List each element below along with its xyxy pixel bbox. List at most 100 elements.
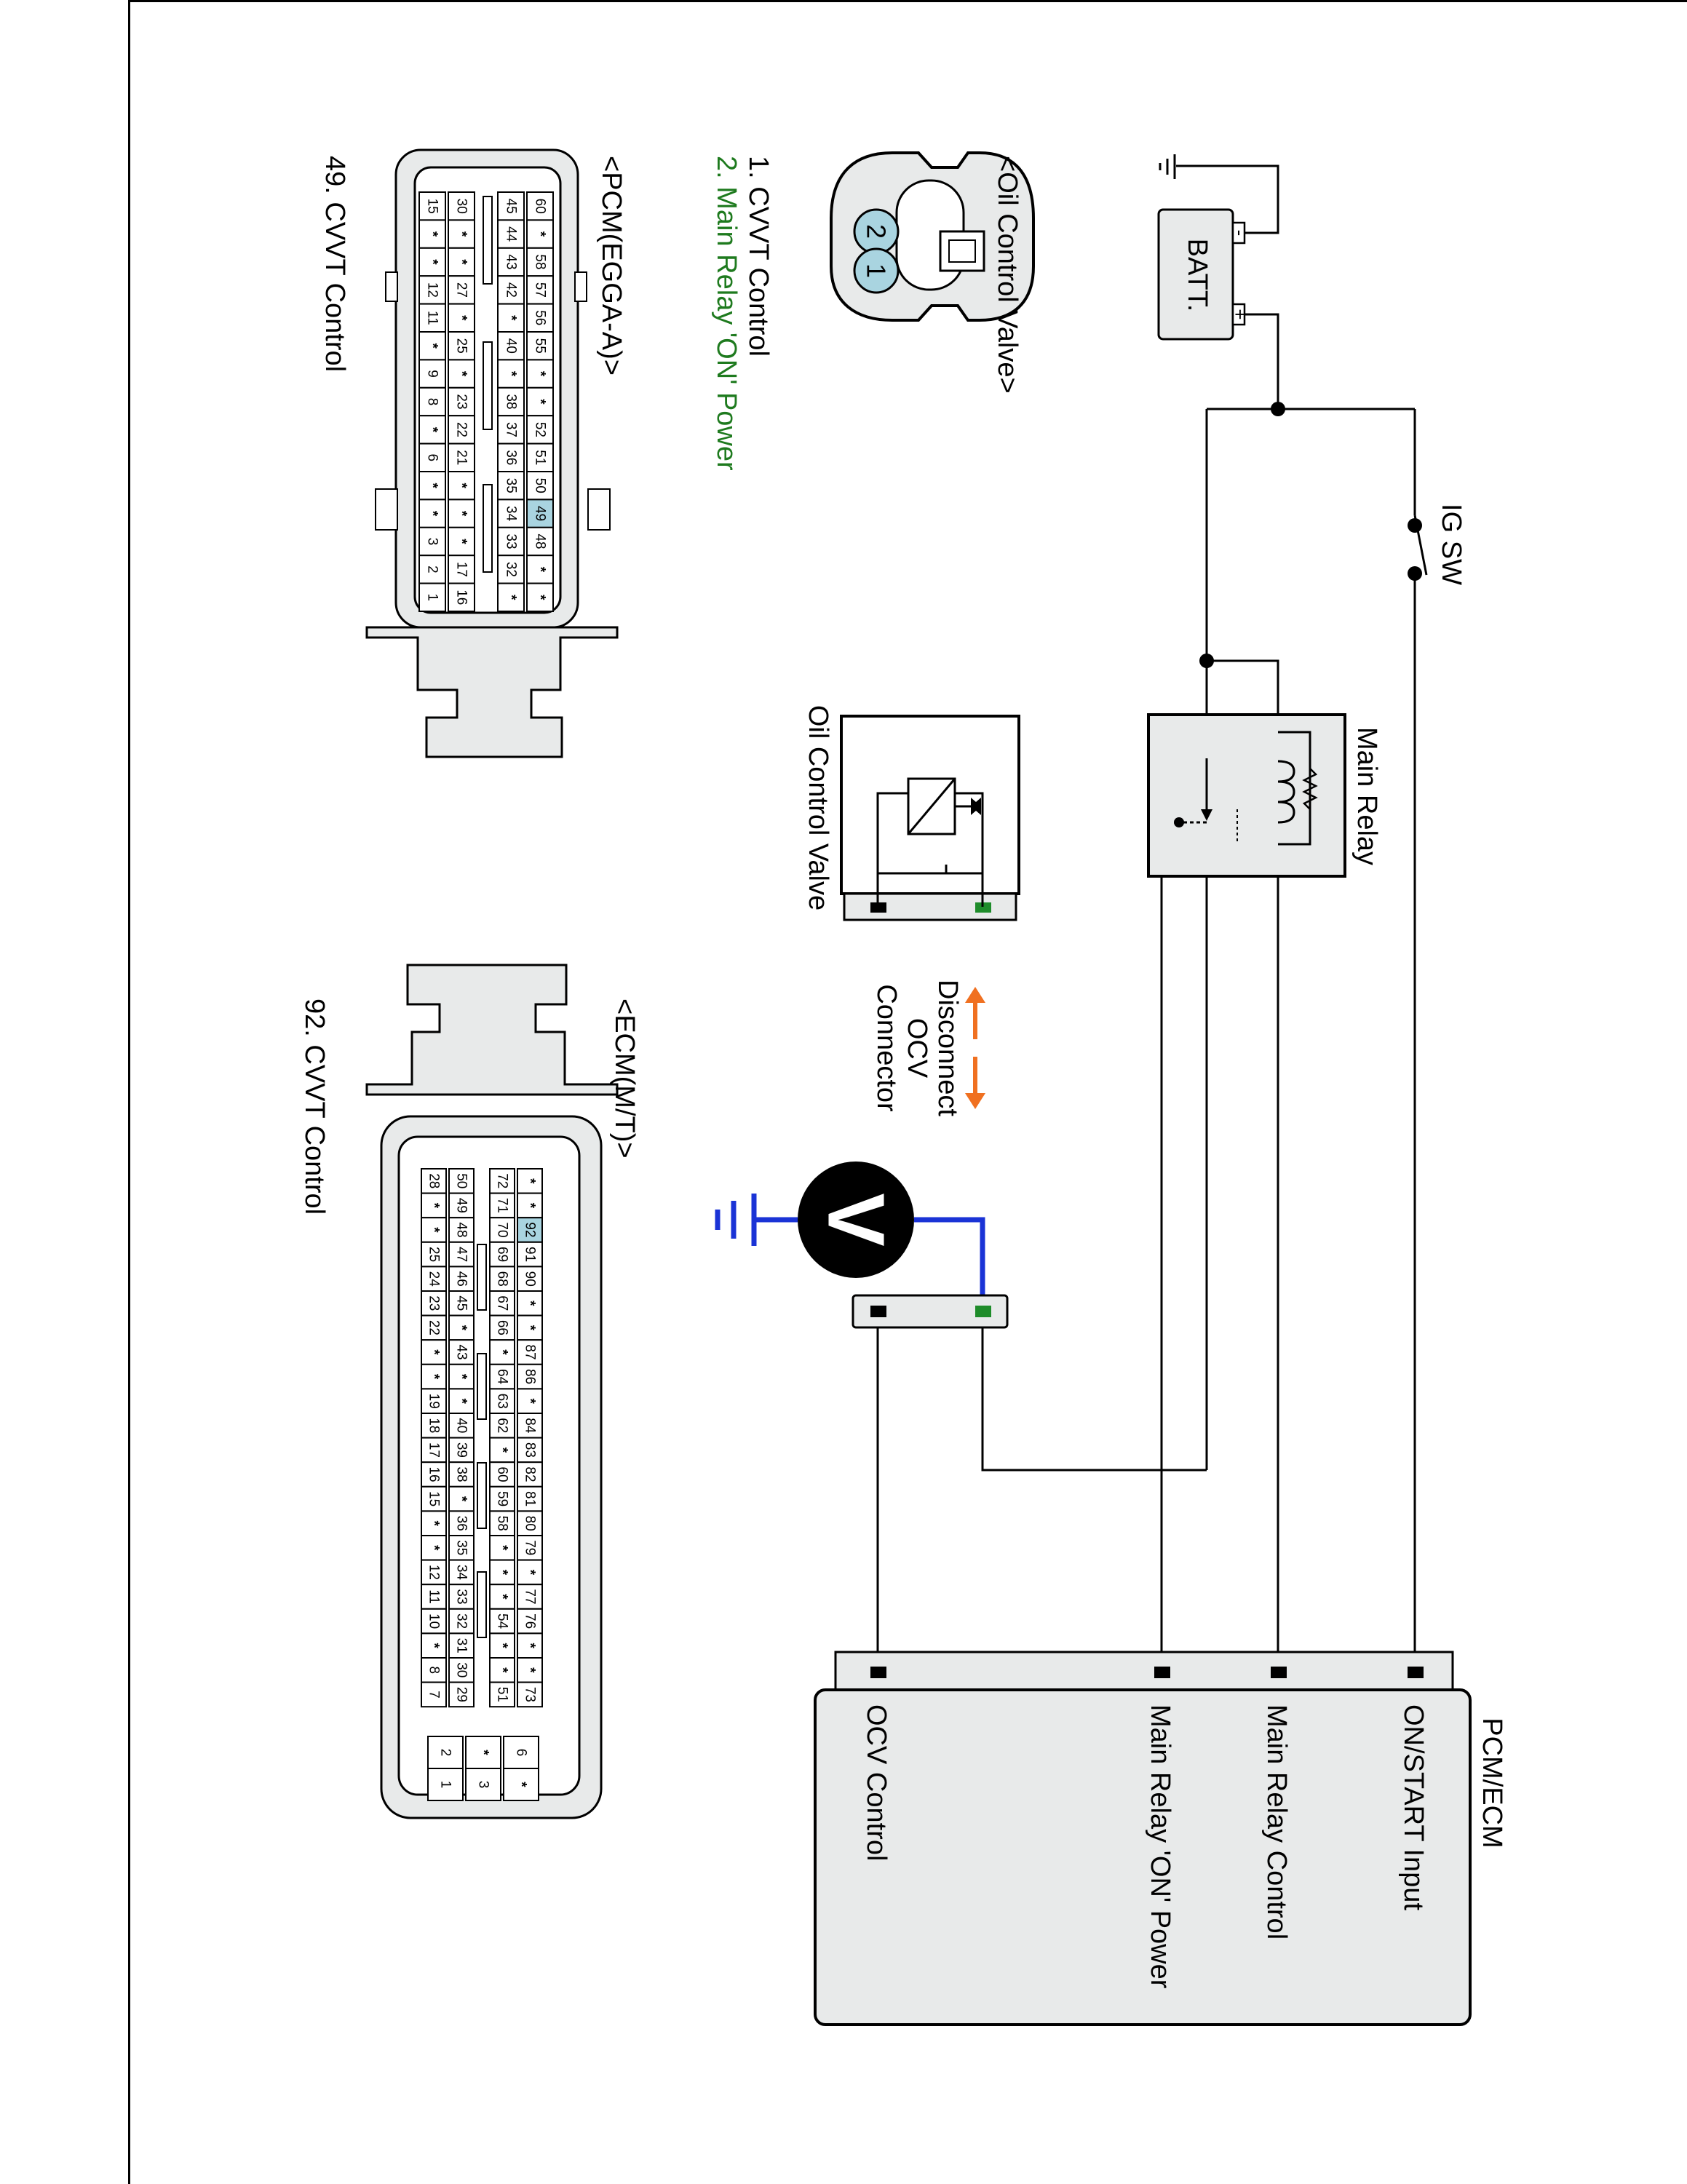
ecm-connector-cell (421, 1584, 447, 1610)
disconnect-arrow-icon (965, 987, 985, 1109)
pcm-connector-pin-label: * (425, 427, 440, 433)
ecm-connector-pin-label: * (426, 1643, 442, 1648)
ecm-connector-pin-label: * (426, 1520, 442, 1526)
ecm-connector-cell (517, 1510, 543, 1536)
pcm-connector-cell (497, 275, 525, 305)
pcm-connector-pin-label: 58 (533, 254, 548, 269)
pcm-connector-pin-label: * (425, 511, 440, 517)
pcm-connector-cell (526, 442, 554, 472)
pcm-pin-ocv-control: OCV Control (861, 1704, 892, 1861)
ig-switch: IG SW (1413, 504, 1466, 585)
pcm-connector-pin-label: 40 (504, 338, 519, 354)
ecm-connector-title: <ECM(M/T)> (609, 998, 640, 1159)
pcm-connector-cell (497, 219, 525, 249)
pcm-connector-cell (526, 582, 554, 612)
ecm-connector-pin-label: 70 (495, 1222, 510, 1237)
ecm-connector-pin-label: * (523, 1325, 538, 1331)
ecm-connector-pin-label: 58 (495, 1516, 510, 1531)
pcm-connector-pin-label: * (454, 539, 469, 544)
pcm-connector-pin-label: 27 (454, 282, 469, 298)
ecm-connector-pin-label: 19 (426, 1394, 442, 1409)
pcm-connector-pin-label: 6 (425, 454, 440, 462)
pcm-connector-pin-label: 17 (454, 562, 469, 577)
ocv-connector-view: 2 1 <Oil Control Valve> 1. CVVT Control … (711, 151, 1035, 471)
ecm-connector-cell (489, 1363, 515, 1390)
pcm-connector-cell (418, 219, 446, 249)
pcm-connector-cell (497, 359, 525, 389)
ecm-connector-pin-label: 49 (454, 1198, 469, 1213)
ecm-connector-pin-label: 43 (454, 1344, 469, 1359)
pcm-ecm-module: PCM/ECM ON/START Input Main Relay Contro… (814, 1651, 1507, 2026)
ecm-connector-pin-label: 77 (523, 1589, 538, 1604)
pcm-connector-pin-label: * (454, 231, 469, 237)
svg-text:Connector: Connector (871, 984, 902, 1112)
pcm-connector-pin-label: * (504, 595, 519, 600)
ecm-connector-small-cell (465, 1736, 501, 1769)
pcm-connector-cell (497, 471, 525, 501)
ecm-connector-cell (448, 1535, 475, 1561)
pcm-connector-pin-label: 21 (454, 450, 469, 465)
pcm-connector-title: <PCM(EGGA-A)> (596, 156, 627, 376)
ecm-connector-cell (489, 1388, 515, 1415)
ecm-connector-pin-label: * (426, 1203, 442, 1209)
pcm-connector-pin-label: 12 (425, 282, 440, 298)
ecm-connector-cell (489, 1632, 515, 1659)
ecm-connector-cell (517, 1584, 543, 1610)
pcm-connector-pin-label: 11 (425, 311, 440, 325)
pcm-connector-pin-label: 57 (533, 282, 548, 298)
pcm-connector-pin-label: 36 (504, 450, 519, 465)
pcm-connector-pin-label: * (533, 567, 548, 573)
pcm-connector-cell (526, 555, 554, 584)
ecm-connector-small-pin-label: * (514, 1782, 529, 1787)
battery-minus-sign: - (1229, 230, 1251, 237)
ecm-connector-cell (421, 1363, 447, 1390)
ocv-harness-connector (852, 1294, 1009, 1329)
pcm-connector-cell (526, 219, 554, 249)
ecm-connector-pin-label: 36 (454, 1516, 469, 1531)
ecm-connector-pin-label: * (454, 1374, 469, 1380)
pcm-connector-pin-label: 34 (504, 506, 519, 522)
pcm-connector-cell (418, 526, 446, 557)
ecm-mt-connector: **929190**8786*848382818079*7776**737271… (299, 964, 640, 1819)
connector-key-slot (477, 1353, 487, 1420)
ecm-connector-pin-label: 84 (523, 1418, 538, 1434)
ecm-connector-pin-label: 45 (454, 1295, 469, 1311)
pcm-connector-cell (418, 555, 446, 584)
ecm-connector-cell (517, 1461, 543, 1488)
pcm-connector-cell (497, 386, 525, 417)
ecm-connector-pin-label: 18 (426, 1418, 442, 1433)
pcm-connector-cell (448, 331, 475, 361)
pcm-connector-cell (448, 555, 475, 584)
ecm-connector-small-pin-label: 2 (438, 1749, 453, 1757)
pcm-pin-main-relay-control: Main Relay Control (1261, 1704, 1292, 1939)
ecm-connector-cell (421, 1657, 447, 1683)
pcm-connector-pin-label: 45 (504, 199, 519, 214)
ecm-connector-pin-label: 72 (495, 1173, 510, 1188)
ecm-connector-cell (421, 1437, 447, 1464)
ecm-connector-cell (448, 1559, 475, 1586)
pcm-connector-cell (418, 442, 446, 472)
pcm-connector-pin-label: 60 (533, 199, 548, 214)
ecm-connector-small-pin-label: 6 (514, 1749, 529, 1757)
ecm-connector-pin-label: * (523, 1301, 538, 1306)
svg-text:OCV: OCV (902, 1018, 932, 1079)
voltmeter-symbol: V (811, 1193, 901, 1246)
oil-control-valve: Oil Control Valve (803, 705, 1020, 921)
ecm-connector-cell (517, 1681, 543, 1708)
ecm-connector-cell (448, 1681, 475, 1708)
disconnect-line-3: Connector (871, 984, 902, 1112)
ecm-connector-pin-label: * (495, 1570, 510, 1576)
ecm-connector-small-pin-label: * (476, 1750, 491, 1755)
ecm-connector-cell (448, 1192, 475, 1219)
pcm-connector-cell (497, 247, 525, 277)
ecm-connector-cell (489, 1290, 515, 1317)
ecm-connector-pin-label: 76 (523, 1613, 538, 1629)
pcm-connector-pin-label: * (425, 343, 440, 349)
ecm-connector-pin-label: 23 (426, 1295, 442, 1311)
pcm-connector-pin-label: * (425, 231, 440, 237)
main-relay: Main Relay (1147, 713, 1382, 878)
ecm-connector-pin-label: * (523, 1570, 538, 1576)
pcm-connector-cell (497, 582, 525, 612)
pcm-connector-pin-label: * (454, 483, 469, 488)
ecm-connector-pin-label: 10 (426, 1613, 442, 1629)
